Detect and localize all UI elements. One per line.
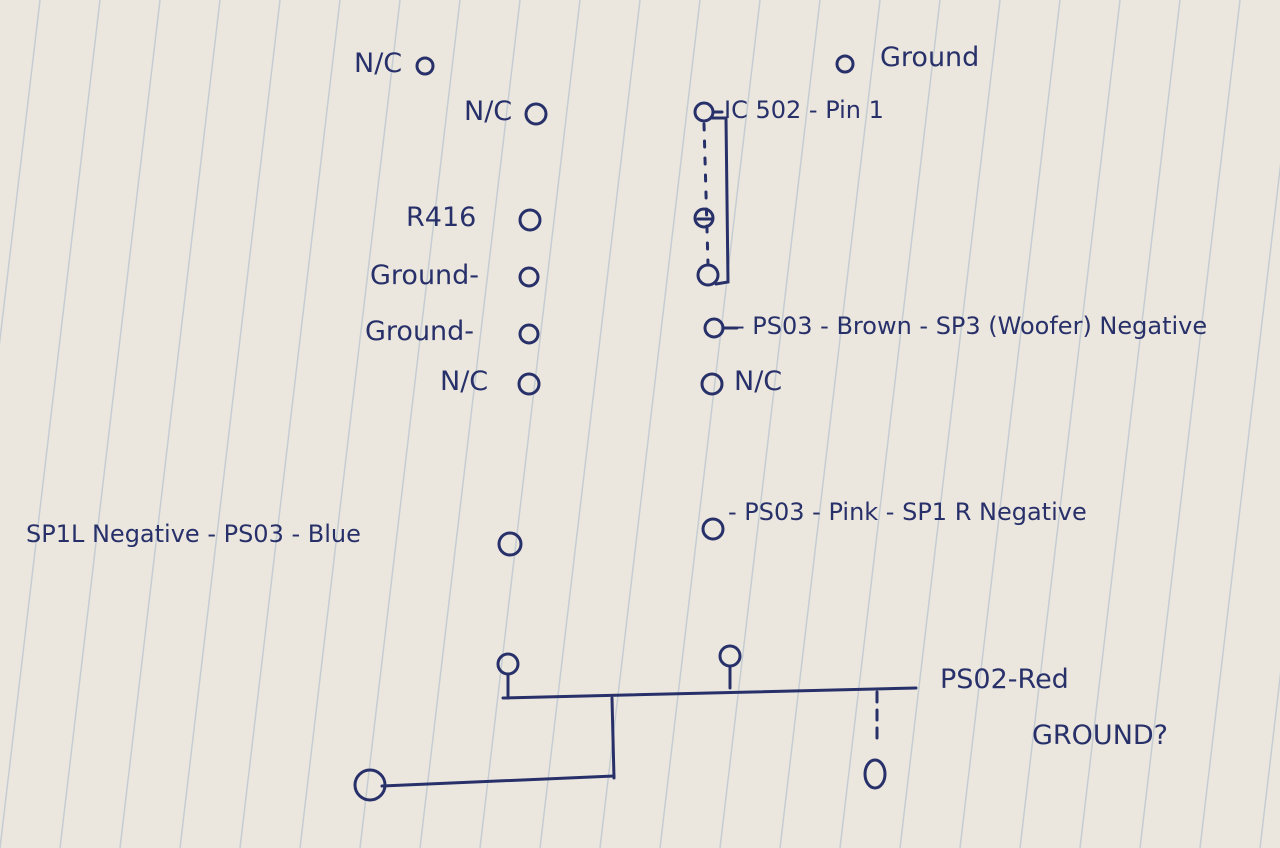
ruled-line	[239, 0, 341, 848]
bus-return	[380, 774, 616, 788]
label-ic502: IC 502 - Pin 1	[724, 96, 884, 124]
ruled-line	[119, 0, 221, 848]
ruled-line	[959, 0, 1061, 848]
ruled-line	[1199, 163, 1280, 848]
bottom-post-mid	[718, 644, 742, 668]
ruled-line	[59, 0, 161, 848]
pin-nc-right	[700, 372, 724, 396]
pin-r416	[518, 208, 542, 232]
ruled-line	[1019, 0, 1121, 848]
ruled-line	[479, 0, 581, 848]
bottom-pin-left	[353, 768, 387, 802]
label-ground-question: GROUND?	[1032, 720, 1169, 751]
label-ps02-red: PS02-Red	[940, 664, 1069, 695]
ruled-line	[1079, 0, 1181, 848]
ruled-line	[599, 0, 701, 848]
ruled-line	[0, 0, 101, 848]
ruled-line	[299, 0, 401, 848]
bottom-pin-right	[863, 758, 887, 790]
label-ground-1: Ground-	[370, 260, 480, 291]
label-sp1l-negative: SP1L Negative - PS03 - Blue	[26, 520, 361, 548]
ruled-line	[779, 0, 881, 848]
pin-ground-1	[518, 266, 540, 288]
ruled-line	[659, 0, 761, 848]
label-r416: R416	[406, 202, 477, 233]
ruled-line	[179, 0, 281, 848]
label-nc-top: N/C	[354, 48, 403, 79]
pin-mid-2	[696, 263, 720, 287]
ruled-line	[359, 0, 461, 848]
label-nc-3: N/C	[440, 366, 489, 397]
label-nc-right: N/C	[734, 366, 783, 397]
dashed-jumper	[702, 122, 710, 266]
ruled-line	[899, 0, 1001, 848]
pin-nc-top	[415, 56, 435, 76]
bottom-post-left	[496, 652, 520, 676]
ruled-line	[539, 0, 641, 848]
pin-ground-right	[835, 54, 855, 74]
pin-nc-2	[524, 102, 548, 126]
label-ground-2: Ground-	[365, 316, 475, 347]
bus-line	[501, 686, 918, 700]
ruled-line	[419, 0, 521, 848]
label-ground-right: Ground	[880, 42, 980, 73]
label-sp1r-negative: - PS03 - Pink - SP1 R Negative	[728, 498, 1087, 526]
bus-drop	[610, 696, 616, 780]
ruled-line	[0, 0, 41, 346]
label-nc-2: N/C	[464, 96, 513, 127]
jumper-trace	[710, 116, 730, 286]
pin-sp1l	[497, 531, 523, 557]
pin-woofer	[703, 317, 725, 339]
pin-sp1r	[701, 517, 725, 541]
ruled-line	[839, 0, 941, 848]
pin-ic502	[693, 101, 715, 123]
ruled-line	[1139, 0, 1241, 848]
label-woofer-negative: - PS03 - Brown - SP3 (Woofer) Negative	[736, 312, 1208, 340]
ruled-line	[719, 0, 821, 848]
ruled-line	[1259, 671, 1280, 848]
pin-nc-3	[517, 372, 541, 396]
pin-ground-2	[518, 323, 540, 345]
